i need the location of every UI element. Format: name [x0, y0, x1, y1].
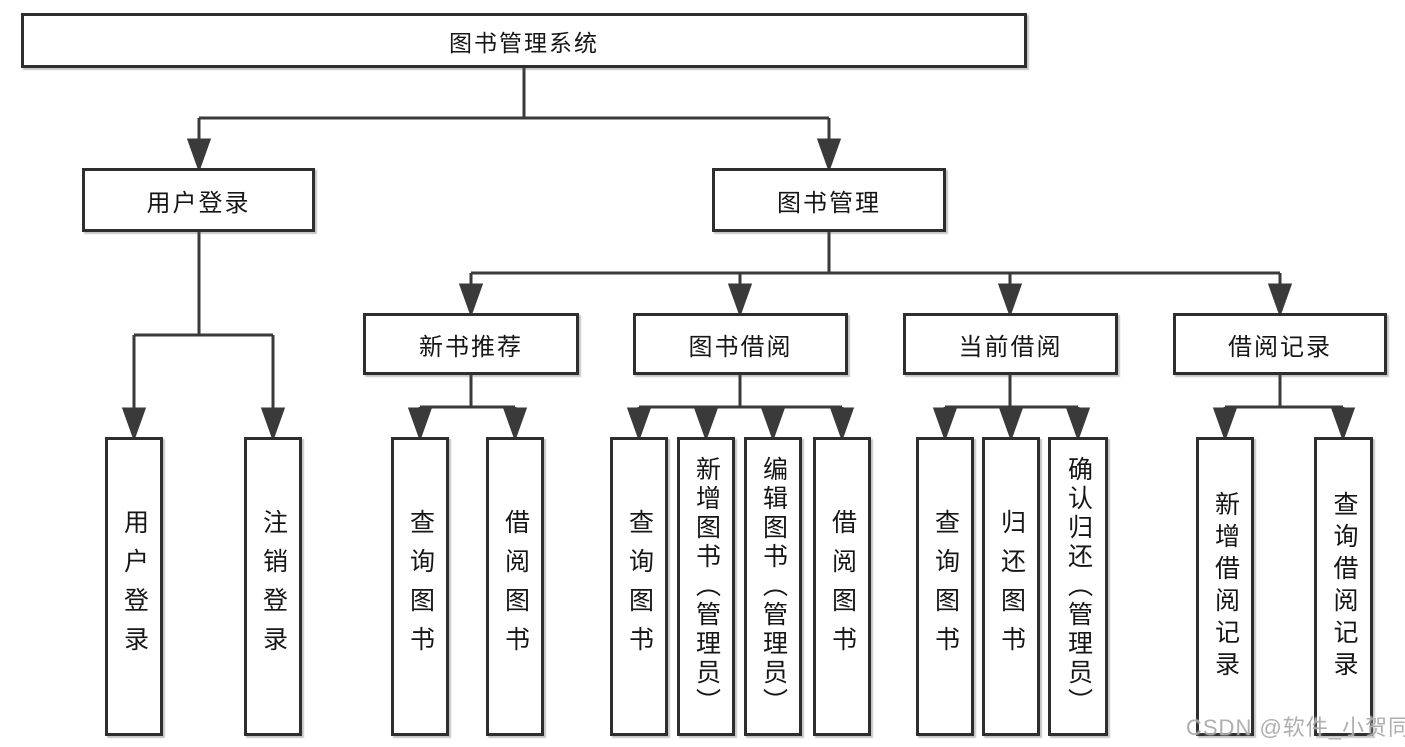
arrowhead-down-icon — [407, 407, 433, 442]
arrowhead-down-icon — [998, 407, 1024, 442]
connector-line — [943, 375, 1080, 434]
node-new-book-recommend: 新书推荐 — [363, 313, 579, 375]
node-leaf-confirm-return-admin: 确认归还（管理员） — [1048, 437, 1108, 736]
arrowhead-down-icon — [932, 407, 958, 442]
node-leaf-edit-books-admin: 编辑图书（管理员） — [744, 437, 802, 736]
node-library-management-system: 图书管理系统 — [21, 13, 1027, 68]
node-leaf-recommend-query-books: 查询图书 — [391, 437, 449, 736]
arrowhead-down-icon — [829, 407, 855, 442]
node-leaf-return-books: 归还图书 — [982, 437, 1040, 736]
node-leaf-recommend-borrow-books: 借阅图书 — [486, 437, 544, 736]
leaf-label: 查询图书 — [931, 508, 960, 665]
arrowhead-down-icon — [816, 138, 842, 173]
arrowhead-down-icon — [186, 138, 212, 173]
connector-book-borrow-children — [626, 375, 855, 442]
arrowhead-down-icon — [760, 407, 786, 442]
arrowhead-down-icon — [260, 407, 286, 442]
node-leaf-borrow-books: 借阅图书 — [813, 437, 871, 736]
connector-line — [418, 375, 517, 434]
connector-line — [637, 375, 844, 434]
node-current-borrow: 当前借阅 — [903, 313, 1118, 375]
leaf-label: 查询借阅记录 — [1330, 490, 1358, 683]
node-leaf-add-borrow-record: 新增借阅记录 — [1196, 437, 1254, 736]
arrowhead-down-icon — [1065, 407, 1091, 442]
node-leaf-query-borrow-record: 查询借阅记录 — [1314, 437, 1373, 736]
node-user-login: 用户登录 — [82, 168, 315, 232]
node-borrow-records: 借阅记录 — [1173, 313, 1387, 375]
arrowhead-down-icon — [1267, 283, 1293, 318]
arrowhead-down-icon — [458, 283, 484, 318]
node-leaf-logout: 注销登录 — [244, 437, 302, 736]
connector-root-to-level2 — [186, 68, 842, 173]
connector-user-login-children — [121, 232, 286, 442]
arrowhead-down-icon — [626, 407, 652, 442]
connector-borrow-records-children — [1212, 375, 1356, 442]
node-leaf-add-books-admin: 新增图书（管理员） — [677, 437, 735, 736]
arrowhead-down-icon — [997, 283, 1023, 318]
node-leaf-current-query-books: 查询图书 — [916, 437, 974, 736]
connector-book-management-to-level3 — [458, 232, 1293, 318]
leaf-label: 确认归还（管理员） — [1064, 456, 1093, 717]
leaf-label: 编辑图书（管理员） — [759, 456, 788, 717]
leaf-label: 查询图书 — [406, 508, 435, 665]
arrowhead-down-icon — [693, 407, 719, 442]
arrowhead-down-icon — [1212, 407, 1238, 442]
node-leaf-borrow-query-books: 查询图书 — [610, 437, 668, 736]
leaf-label: 新增图书（管理员） — [692, 456, 721, 717]
leaf-label: 新增借阅记录 — [1211, 490, 1240, 683]
connector-line — [469, 232, 1282, 310]
leaf-label: 归还图书 — [997, 508, 1026, 665]
leaf-label: 查询图书 — [625, 508, 654, 665]
node-book-borrow: 图书借阅 — [633, 313, 848, 375]
watermark-text: CSDN @软件_小贺同学 — [1186, 715, 1405, 740]
node-leaf-user-login: 用户登录 — [105, 437, 163, 736]
arrowhead-down-icon — [1330, 407, 1356, 442]
arrowhead-down-icon — [121, 407, 147, 442]
connector-new-book-recommend-children — [407, 375, 528, 442]
arrowhead-down-icon — [727, 283, 753, 318]
leaf-label: 用户登录 — [120, 508, 149, 665]
leaf-label: 注销登录 — [259, 508, 288, 665]
connector-line — [1223, 375, 1345, 434]
connector-line — [132, 232, 275, 434]
arrowhead-down-icon — [502, 407, 528, 442]
leaf-label: 借阅图书 — [828, 508, 857, 665]
node-book-management: 图书管理 — [712, 168, 946, 232]
connector-current-borrow-children — [932, 375, 1091, 442]
connector-line — [197, 68, 831, 165]
leaf-label: 借阅图书 — [501, 508, 530, 665]
